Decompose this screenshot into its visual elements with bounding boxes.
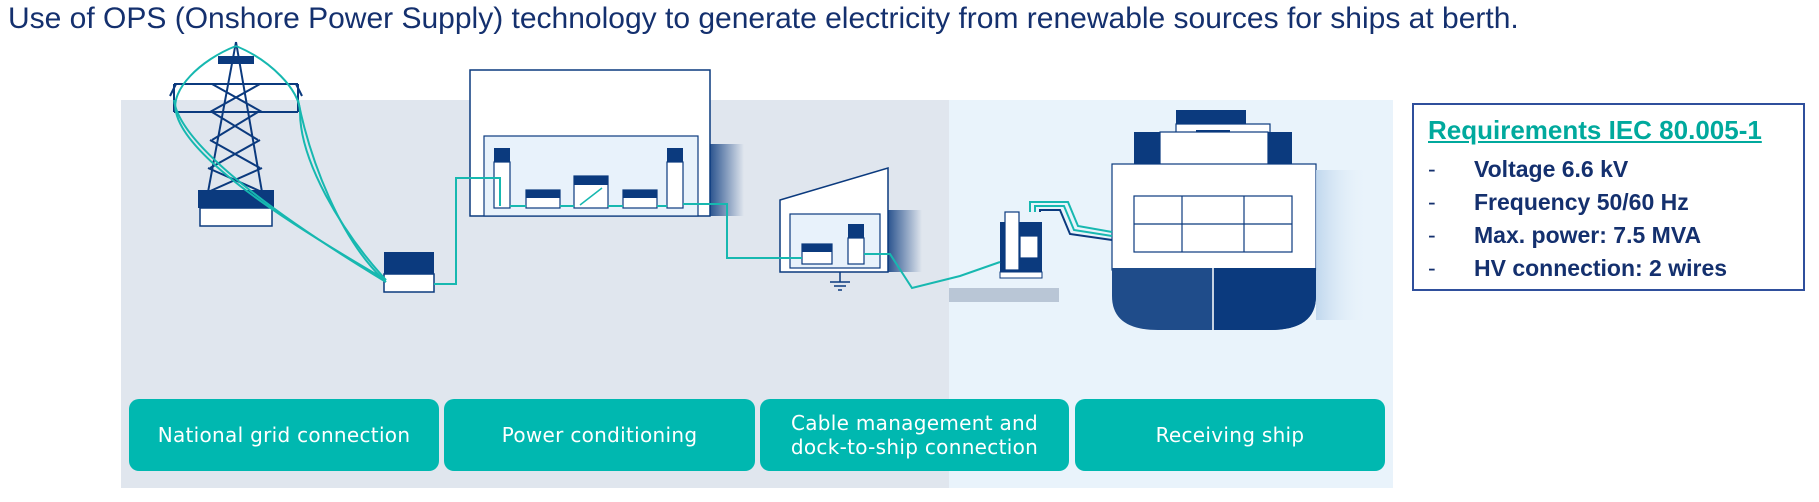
- stage-receiving-ship: Receiving ship: [1075, 399, 1385, 471]
- stage-label-line-1: Cable management and: [790, 411, 1039, 435]
- transmission-tower-icon: [169, 41, 303, 193]
- requirement-item: - Frequency 50/60 Hz: [1428, 186, 1727, 219]
- stage-national-grid-connection: National grid connection: [129, 399, 439, 471]
- page-title: Use of OPS (Onshore Power Supply) techno…: [8, 2, 1519, 35]
- stage-label-line-2: dock-to-ship connection: [790, 435, 1039, 459]
- requirement-item: - Voltage 6.6 kV: [1428, 153, 1727, 186]
- bullet-dash: -: [1428, 255, 1436, 281]
- bullet-dash: -: [1428, 222, 1436, 248]
- requirement-text: Frequency 50/60 Hz: [1474, 189, 1689, 215]
- ship-connector-cable: [1039, 209, 1113, 241]
- stage-label: National grid connection: [157, 423, 411, 447]
- bullet-dash: -: [1428, 156, 1436, 182]
- substation-building-icon: [469, 69, 744, 217]
- requirements-box: Requirements IEC 80.005-1 - Voltage 6.6 k…: [1412, 103, 1805, 291]
- requirements-list: - Voltage 6.6 kV - Frequency 50/60 Hz - Max…: [1428, 153, 1727, 285]
- ground-symbol-icon: [830, 272, 850, 291]
- requirement-text: Voltage 6.6 kV: [1474, 156, 1629, 182]
- requirement-text: Max. power: 7.5 MVA: [1474, 222, 1702, 248]
- cable-reel-icon: [999, 211, 1043, 279]
- stage-label: Receiving ship: [1155, 423, 1305, 447]
- cable-management-shed-icon: [779, 166, 922, 273]
- bullet-dash: -: [1428, 189, 1436, 215]
- requirement-item: - Max. power: 7.5 MVA: [1428, 219, 1727, 252]
- stage-cable-management: Cable management and dock-to-ship connec…: [760, 399, 1069, 471]
- requirements-title: Requirements IEC 80.005-1: [1428, 115, 1762, 145]
- requirement-text: HV connection: 2 wires: [1474, 255, 1728, 281]
- power-cables: [173, 45, 1113, 290]
- ship-icon: [1111, 110, 1368, 330]
- requirement-item: - HV connection: 2 wires: [1428, 252, 1727, 285]
- stage-label: Power conditioning: [501, 423, 698, 447]
- quay-edge: [949, 288, 1059, 302]
- stage-power-conditioning: Power conditioning: [444, 399, 755, 471]
- transformer-icon: [383, 252, 435, 293]
